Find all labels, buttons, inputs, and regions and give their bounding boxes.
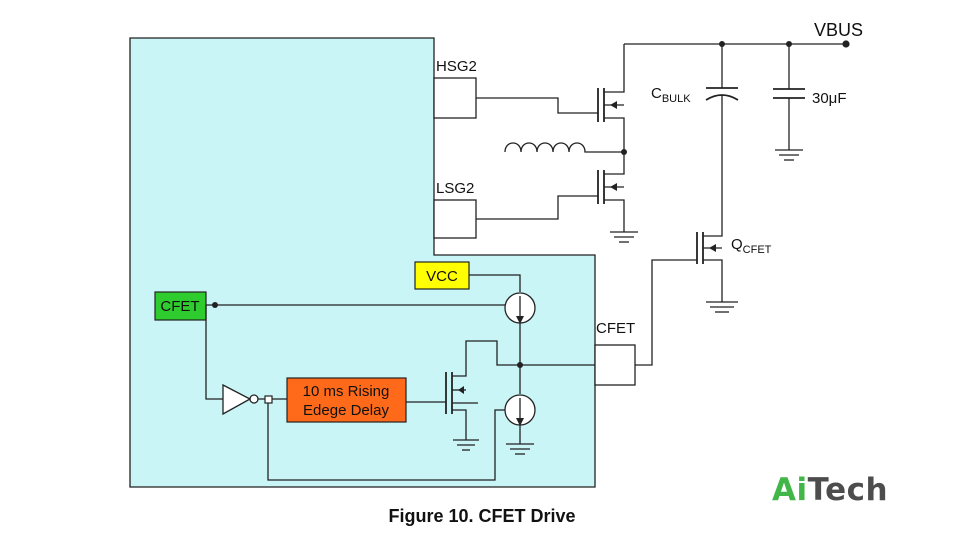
hsg2-pin	[433, 77, 477, 119]
cfet-pin-label: CFET	[596, 320, 635, 337]
cap-value-label: 30μF	[812, 90, 847, 107]
inductor	[504, 142, 624, 153]
cfet-gate-wire	[635, 259, 697, 366]
aitech-logo: AiTech	[772, 472, 888, 508]
lsg2-pin	[433, 199, 477, 239]
figure-caption: Figure 10. CFET Drive	[388, 506, 576, 526]
lsg2-gate-wire	[476, 195, 598, 220]
logo-part-tech: Tech	[807, 472, 889, 508]
controller-chip-outline	[129, 37, 596, 488]
cfet-control-text: CFET	[160, 298, 199, 315]
cfet-pin	[594, 344, 636, 386]
bulk-capacitor	[705, 44, 739, 228]
vbus-terminal	[842, 40, 850, 48]
vcc-block	[414, 261, 470, 290]
delay-text-line1: 10 ms Rising	[303, 383, 390, 400]
cfet-drive-schematic: HSG2 LSG2 VBUS CB	[129, 20, 863, 488]
hsg2-label: HSG2	[436, 58, 477, 75]
pulldown-mosfet	[445, 340, 520, 451]
qcfet-mosfet	[696, 228, 738, 313]
delay-text-line2: Edege Delay	[303, 402, 389, 419]
upper-current-source	[504, 292, 536, 324]
feedback-wire	[267, 403, 505, 481]
cfet-control-block	[154, 291, 207, 321]
vcc-text: VCC	[426, 268, 458, 285]
low-side-mosfet	[597, 152, 625, 232]
ground-symbol-low-side	[610, 231, 638, 243]
vcc-wire	[469, 274, 521, 292]
delay-input-port	[264, 395, 273, 404]
delay-block	[286, 377, 407, 423]
high-side-mosfet	[597, 44, 625, 152]
cfet-to-inverter-wire	[205, 305, 223, 400]
logo-part-ai: Ai	[772, 472, 808, 508]
qcfet-label: QCFET	[731, 236, 772, 256]
vbus-label: VBUS	[814, 20, 863, 40]
inverter	[222, 383, 259, 416]
lsg2-label: LSG2	[436, 180, 474, 197]
output-capacitor	[773, 44, 805, 161]
hsg2-gate-wire	[476, 97, 598, 114]
cbulk-label: CBULK	[651, 85, 691, 105]
